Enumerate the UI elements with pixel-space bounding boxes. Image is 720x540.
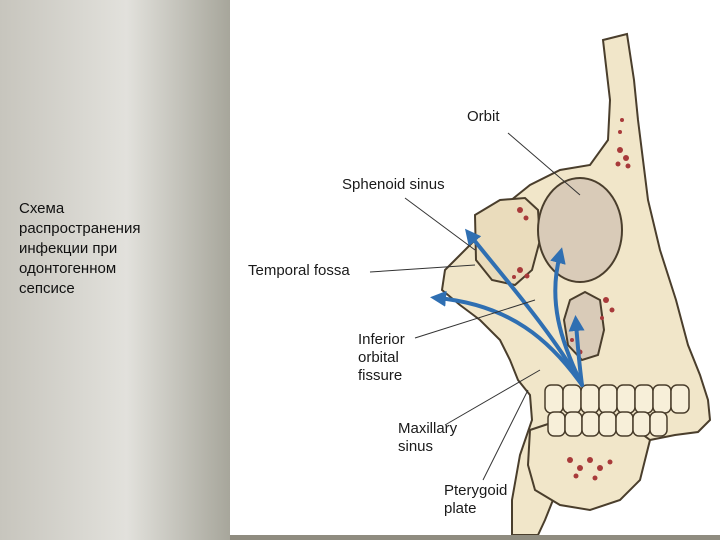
skull-illustration xyxy=(369,32,712,536)
arrow-sphenoid-sinus xyxy=(465,228,584,387)
arrow-orbit xyxy=(550,247,584,387)
sphenoid-bone xyxy=(473,196,542,287)
label-temporal-fossa: Temporal fossa xyxy=(248,262,350,279)
skull-diagram: Orbit Sphenoid sinus Temporal fossa Infe… xyxy=(230,0,720,540)
orbit-cavity xyxy=(537,177,623,283)
label-pterygoid-plate: Pterygoid plate xyxy=(444,482,508,517)
label-sphenoid-sinus: Sphenoid sinus xyxy=(342,176,445,193)
arrow-temporal-fossa xyxy=(430,290,584,387)
caption-text: Схема распространения инфекции при одонт… xyxy=(19,200,141,297)
arrow-maxillary-sinus xyxy=(568,315,585,387)
left-panel: Схема распространения инфекции при одонт… xyxy=(0,0,230,540)
label-maxillary-sinus: Maxillary sinus xyxy=(398,420,458,455)
label-orbit: Orbit xyxy=(467,108,500,125)
label-inferior-orbital-fissure: Inferior orbital fissure xyxy=(358,331,405,384)
bottom-strip xyxy=(230,535,720,540)
